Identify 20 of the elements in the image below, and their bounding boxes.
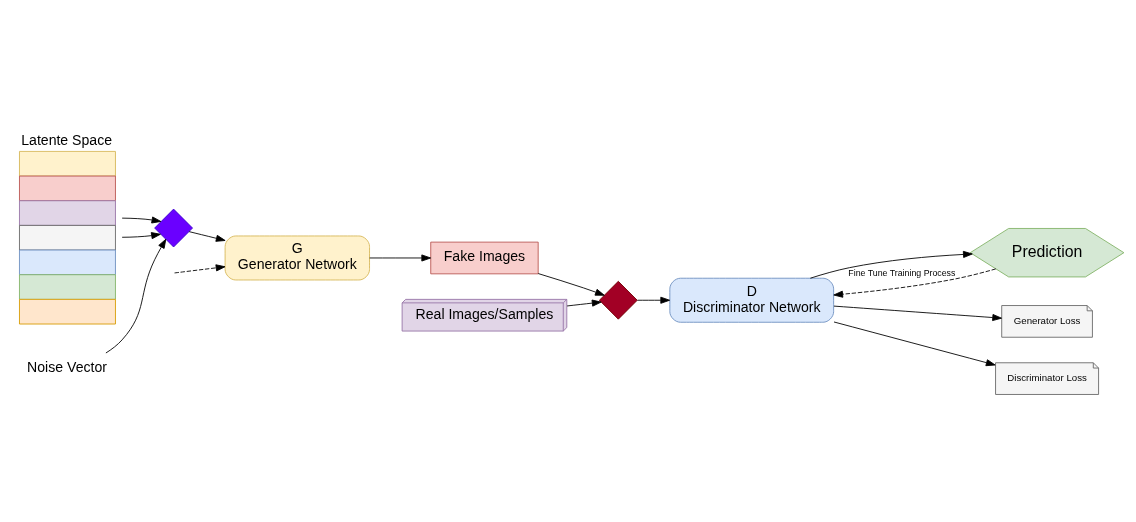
arrow xyxy=(833,321,996,366)
edge-label: Fine Tune Training Process xyxy=(848,267,956,278)
arrow xyxy=(105,238,167,353)
node-label: Latente Space xyxy=(21,131,113,148)
arrow xyxy=(809,250,973,279)
arrow xyxy=(121,231,161,239)
node-box: D Discriminator Network xyxy=(669,277,835,323)
arrow xyxy=(833,267,997,298)
arrow xyxy=(537,272,605,296)
arrow xyxy=(637,296,671,304)
node-box: G Generator Network xyxy=(224,235,370,280)
arrow xyxy=(121,216,162,223)
arrow xyxy=(833,305,1002,321)
arrow xyxy=(174,263,226,273)
node-box: Fake Images xyxy=(430,241,539,274)
arrow xyxy=(188,230,226,242)
node-diamond xyxy=(598,280,638,320)
arrow xyxy=(369,253,432,261)
arrow xyxy=(566,299,602,307)
node-text: Noise Vector xyxy=(27,358,107,375)
